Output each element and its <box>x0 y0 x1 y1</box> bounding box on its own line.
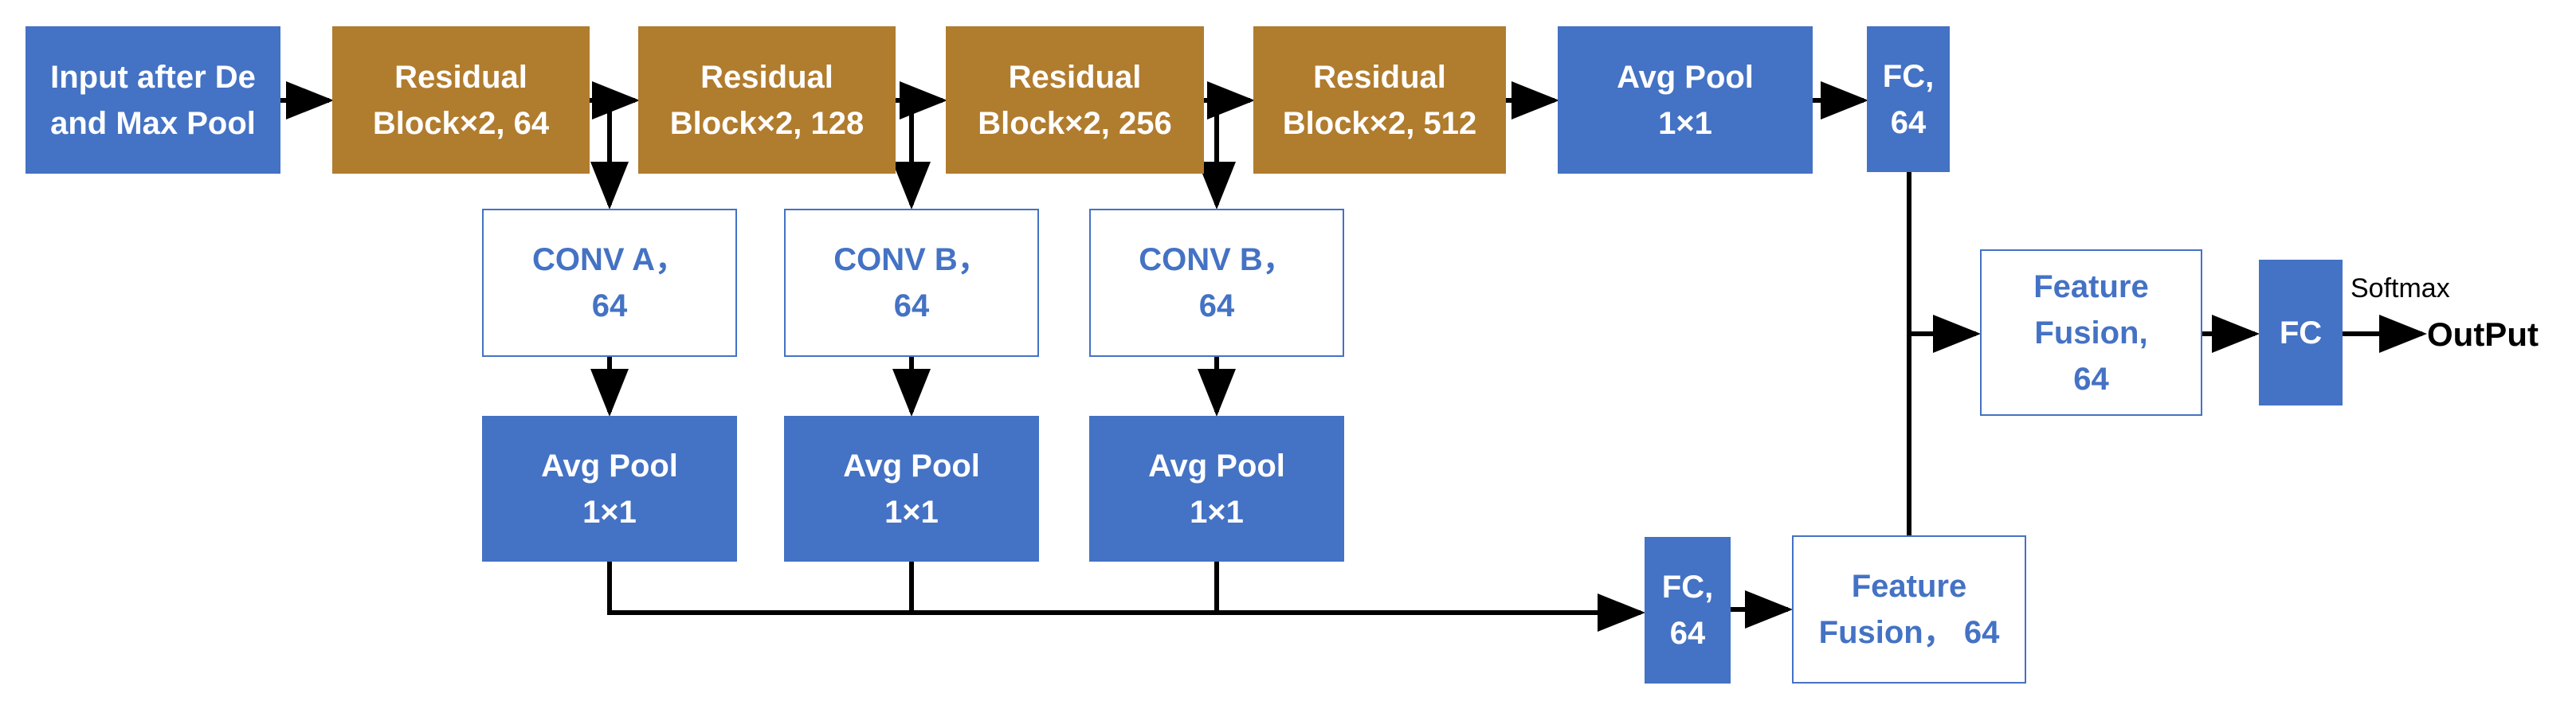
feature-fusion-bottom-line2: Fusion， 64 <box>1818 615 2000 650</box>
residual-block-512-line1: Residual <box>1313 59 1446 95</box>
avg-pool-2: Avg Pool 1×1 <box>784 416 1039 562</box>
fc-final-label: FC <box>2279 315 2323 351</box>
residual-block-128-line1: Residual <box>700 59 833 95</box>
residual-block-256-line1: Residual <box>1008 59 1142 95</box>
fc-bottom: FC, 64 <box>1645 537 1731 684</box>
residual-block-512-line2: Block×2, 512 <box>1282 105 1477 141</box>
conv-b-1-line1: CONV B， <box>833 242 990 277</box>
output-label: OutPut <box>2427 315 2539 353</box>
feature-fusion-top: Feature Fusion, 64 <box>1980 249 2202 416</box>
fc-top-line1: FC, <box>1882 58 1935 94</box>
feature-fusion-bottom-line1: Feature <box>1851 569 1967 604</box>
fc-bottom-line2: 64 <box>1669 616 1706 651</box>
avg-pool-top-line2: 1×1 <box>1658 105 1712 141</box>
conv-b-2: CONV B， 64 <box>1089 209 1344 357</box>
residual-block-256-line2: Block×2, 256 <box>978 105 1172 141</box>
residual-block-64-line2: Block×2, 64 <box>372 105 550 141</box>
input-box: Input after De and Max Pool <box>25 26 280 174</box>
conv-a: CONV A， 64 <box>482 209 737 357</box>
fc-top: FC, 64 <box>1867 26 1950 172</box>
fc-final: FC <box>2259 260 2343 405</box>
residual-block-64-line1: Residual <box>394 59 527 95</box>
feature-fusion-bottom: Feature Fusion， 64 <box>1792 535 2026 684</box>
avg-pool-top-line1: Avg Pool <box>1617 59 1754 95</box>
feature-fusion-top-line3: 64 <box>2073 361 2109 397</box>
feature-fusion-top-line2: Fusion, <box>2034 315 2148 351</box>
avg-pool-top: Avg Pool 1×1 <box>1558 26 1813 174</box>
residual-block-64: Residual Block×2, 64 <box>332 26 590 174</box>
softmax-label: Softmax <box>2351 273 2450 304</box>
residual-block-256: Residual Block×2, 256 <box>946 26 1204 174</box>
avg-pool-2-line1: Avg Pool <box>843 448 980 484</box>
conv-b-1-line2: 64 <box>893 288 930 323</box>
avg-pool-2-line2: 1×1 <box>884 494 939 530</box>
conv-b-2-line2: 64 <box>1198 288 1235 323</box>
fc-bottom-line1: FC, <box>1661 570 1714 605</box>
feature-fusion-top-line1: Feature <box>2033 268 2149 304</box>
avg-pool-1: Avg Pool 1×1 <box>482 416 737 562</box>
conv-b-1: CONV B， 64 <box>784 209 1039 357</box>
avg-pool-3-line2: 1×1 <box>1190 494 1244 530</box>
input-label-line1: Input after De <box>50 59 256 95</box>
conv-b-2-line1: CONV B， <box>1139 242 1295 277</box>
avg-pool-1-line1: Avg Pool <box>541 448 678 484</box>
avg-pool-3-line1: Avg Pool <box>1148 448 1285 484</box>
residual-block-128-line2: Block×2, 128 <box>669 105 865 141</box>
residual-block-128: Residual Block×2, 128 <box>638 26 896 174</box>
residual-block-512: Residual Block×2, 512 <box>1253 26 1506 174</box>
avg-pool-1-line2: 1×1 <box>582 494 637 530</box>
conv-a-line2: 64 <box>591 288 628 323</box>
avg-pool-3: Avg Pool 1×1 <box>1089 416 1344 562</box>
input-label-line2: and Max Pool <box>50 105 256 141</box>
conv-a-line1: CONV A， <box>531 242 688 277</box>
fc-top-line2: 64 <box>1890 104 1927 140</box>
